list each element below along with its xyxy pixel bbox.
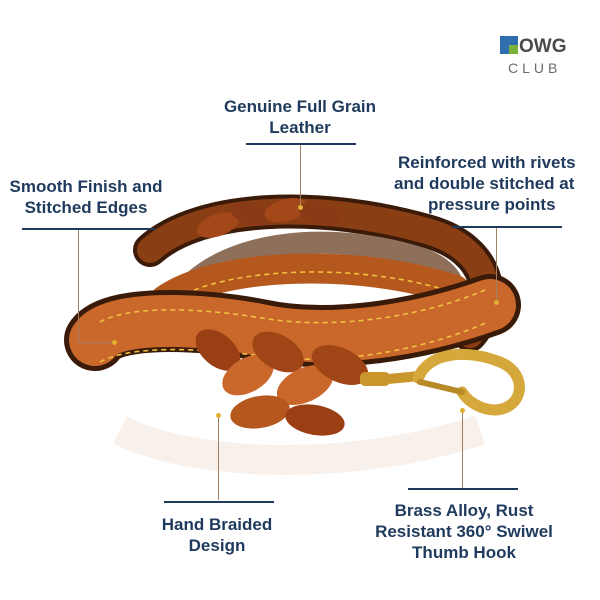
callout-brass-dot <box>460 408 465 413</box>
callout-brass-rule <box>408 488 518 490</box>
brass-snap-hook <box>360 348 525 416</box>
callout-hand-braided: Hand Braided Design <box>161 515 273 555</box>
callout-braided-rule <box>164 501 274 503</box>
callout-brass-leader <box>462 412 463 488</box>
callout-braided-leader <box>218 416 219 500</box>
callout-reinforced-dot <box>494 300 499 305</box>
front-braid <box>195 329 369 436</box>
callout-genuine-leather: Genuine Full Grain Leather <box>223 97 377 137</box>
dowg-logo-mark-icon <box>500 36 518 54</box>
callout-genuine-rule <box>246 143 356 145</box>
callout-smooth-leader-h <box>78 342 114 343</box>
callout-brass-hook: Brass Alloy, Rust Resistant 360° Swiwel … <box>375 501 553 562</box>
top-braid <box>196 197 342 238</box>
dowg-club-logo: OWG CLUB <box>500 36 590 84</box>
callout-smooth-rule <box>22 228 156 230</box>
callout-genuine-leader <box>300 145 301 207</box>
callout-smooth-finish: Smooth Finish and Stitched Edges <box>9 177 163 217</box>
callout-genuine-dot <box>298 205 303 210</box>
callout-smooth-leader <box>78 230 79 342</box>
logo-wordmark-bottom: CLUB <box>508 60 562 76</box>
logo-wordmark-top: OWG <box>500 36 567 58</box>
callout-reinforced-rule <box>452 226 562 228</box>
callout-reinforced-leader <box>496 228 497 302</box>
callout-smooth-dot <box>112 340 117 345</box>
callout-braided-dot <box>216 413 221 418</box>
callout-reinforced-rivets: Reinforced with rivets and double stitch… <box>394 153 576 214</box>
